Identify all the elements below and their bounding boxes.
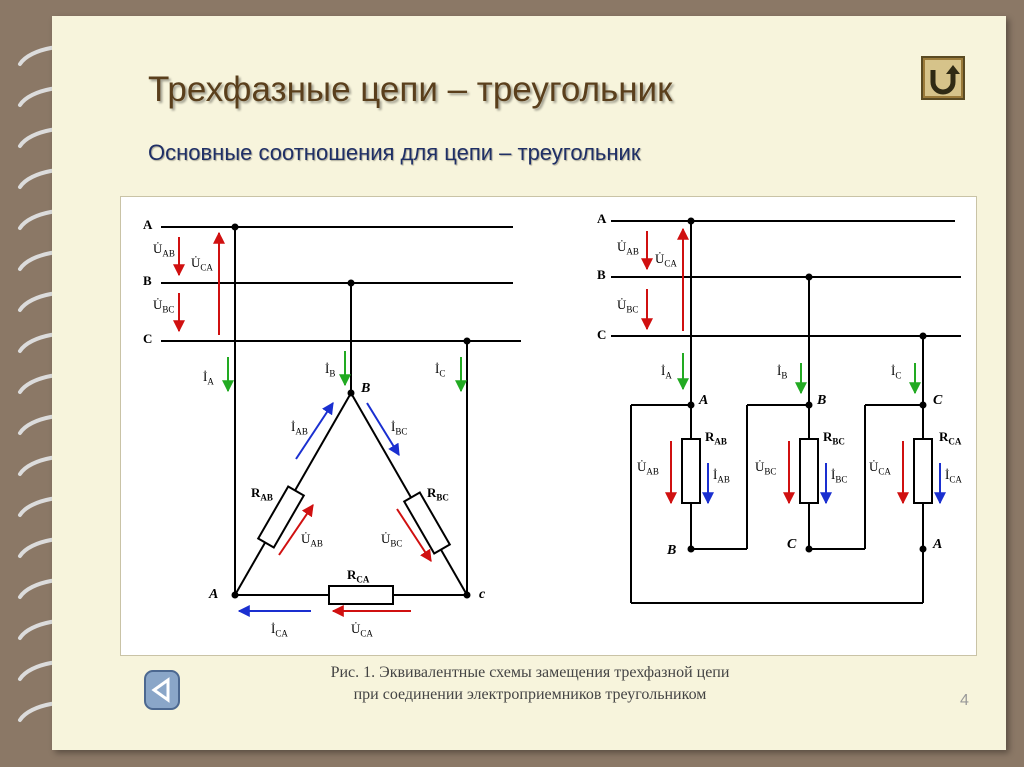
right-resistor-rca: RCA <box>939 429 962 447</box>
right-resistor-rbc: RBC <box>823 429 845 447</box>
left-phase-voltage-uab: U̇AB <box>301 531 323 549</box>
right-phase-current-ica: İCA <box>945 467 962 485</box>
left-phase-voltage-uca: U̇CA <box>351 621 373 639</box>
left-phase-current-ibc: İBC <box>391 419 408 437</box>
circuit-diagrams <box>161 217 961 617</box>
right-line-label-b: B <box>597 267 606 282</box>
left-phase-voltage-ubc: U̇BC <box>381 531 403 549</box>
right-arrows <box>641 227 946 505</box>
right-voltage-ubc: U̇BC <box>617 297 639 315</box>
left-node-a: A <box>209 587 219 602</box>
right-top-node-b: B <box>817 393 827 408</box>
left-resistor-rab: RAB <box>251 485 273 503</box>
left-current-ib: İB <box>325 361 336 379</box>
left-node-c: c <box>479 587 486 602</box>
left-phase-current-iab: İAB <box>291 419 308 437</box>
right-resistor-rab: RAB <box>705 429 727 447</box>
figure-panel: A B C U̇AB U̇CA U̇BC İA İB İC B A c RAB … <box>120 196 977 656</box>
right-bottom-node-a: A <box>933 537 943 552</box>
right-line-label-a: A <box>597 211 607 226</box>
left-nodes <box>231 223 471 599</box>
left-line-label-c: C <box>143 331 153 346</box>
right-nodes <box>687 217 927 553</box>
left-voltage-uca: U̇CA <box>191 255 213 273</box>
left-line-label-a: A <box>143 217 153 232</box>
right-voltage-uab: U̇AB <box>617 239 639 257</box>
right-current-ic: İC <box>891 363 902 381</box>
right-current-ia: İA <box>661 363 672 381</box>
caption-line-2: при соединении электроприемников треугол… <box>353 686 707 703</box>
left-node-b: B <box>361 381 371 396</box>
right-top-node-c: C <box>933 393 943 408</box>
return-arrow-icon[interactable] <box>921 56 965 100</box>
left-resistors <box>256 485 452 605</box>
left-voltage-uab: U̇AB <box>153 241 175 259</box>
left-current-ia: İA <box>203 369 214 387</box>
caption-line-1: Рис. 1. Эквивалентные схемы замещения тр… <box>330 664 730 681</box>
right-bottom-node-b: B <box>667 543 677 558</box>
page-number: 4 <box>960 692 969 709</box>
left-voltage-ubc: U̇BC <box>153 297 175 315</box>
left-resistor-rca: RCA <box>347 567 370 585</box>
right-top-node-a: A <box>699 393 709 408</box>
right-bottom-node-c: C <box>787 537 797 552</box>
page-subtitle: Основные соотношения для цепи – треуголь… <box>148 140 641 165</box>
triangle-left-icon[interactable] <box>144 670 180 710</box>
left-phase-current-ica: İCA <box>271 621 288 639</box>
right-current-ib: İB <box>777 363 788 381</box>
figure-caption: Рис. 1. Эквивалентные схемы замещения тр… <box>200 662 860 706</box>
left-current-ic: İC <box>435 361 446 379</box>
right-voltage-uca: U̇CA <box>655 251 677 269</box>
right-phase-voltage-uca: U̇CA <box>869 459 891 477</box>
right-phase-voltage-uab: U̇AB <box>637 459 659 477</box>
right-phase-current-iab: İAB <box>713 467 730 485</box>
right-phase-voltage-ubc: U̇BC <box>755 459 777 477</box>
left-arrows <box>173 231 467 617</box>
right-phase-current-ibc: İBC <box>831 467 848 485</box>
left-resistor-rbc: RBC <box>427 485 449 503</box>
right-resistors <box>681 438 933 504</box>
right-circuit <box>611 220 961 604</box>
left-circuit <box>161 226 521 596</box>
left-line-label-b: B <box>143 273 152 288</box>
right-line-label-c: C <box>597 327 607 342</box>
page-title: Трехфазные цепи – треугольник <box>148 70 673 109</box>
